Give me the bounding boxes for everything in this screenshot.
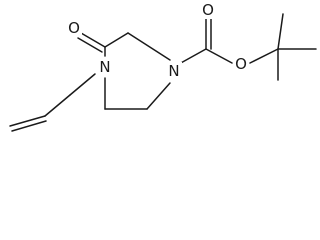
bonds xyxy=(9,13,317,132)
bond-o-cquat xyxy=(249,48,279,64)
ketone-oxygen: O xyxy=(67,19,82,37)
bond-n1-ch2 xyxy=(69,73,96,96)
carbonyl-oxygen-label: O xyxy=(202,1,214,19)
bond-cquat-me1 xyxy=(277,13,284,50)
bond-c3-n4 xyxy=(127,32,171,61)
ring-nitrogen-allyl-label: N xyxy=(99,58,110,76)
bond-ch2-ch xyxy=(44,94,71,117)
bond-c2-o-ketone-a xyxy=(80,32,106,48)
bond-c2-c3 xyxy=(104,32,129,48)
ring-nitrogen-carbamate-label: N xyxy=(168,62,179,80)
bond-c-o-ester xyxy=(205,48,233,64)
ester-oxygen: O xyxy=(234,55,249,73)
ring-nitrogen-carbamate: N xyxy=(166,62,182,80)
ester-oxygen-label: O xyxy=(235,55,247,73)
bond-ch-ch2-a xyxy=(9,115,46,127)
ketone-oxygen-label: O xyxy=(68,19,80,37)
bond-ch-ch2-b xyxy=(11,120,47,132)
bond-n4-ccarbonyl xyxy=(178,48,207,65)
molecule-structure: O N N O O xyxy=(9,1,317,132)
ring-nitrogen-allyl: N xyxy=(97,58,113,76)
structure-canvas: O N N O O xyxy=(9,1,317,132)
bond-n4-c5 xyxy=(146,82,171,110)
atom-labels: O N N O O xyxy=(67,1,249,80)
bond-c2-o-ketone-b xyxy=(77,37,103,53)
carbonyl-oxygen: O xyxy=(201,1,216,19)
